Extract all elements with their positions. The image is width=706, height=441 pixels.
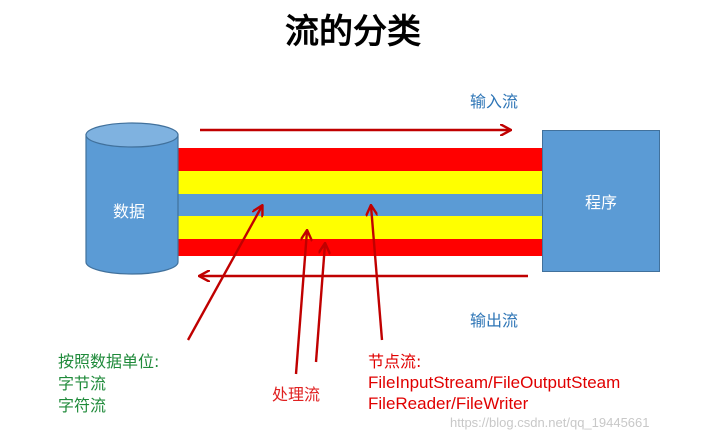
program-box: 程序 [542, 130, 660, 272]
pipe-stripe-yellow-bottom [176, 216, 544, 239]
data-cylinder [85, 122, 179, 275]
char-stream-label: 字符流 [58, 396, 107, 415]
node-stream-class-1: FileInputStream/FileOutputSteam [368, 373, 621, 392]
byte-stream-label: 字节流 [58, 374, 107, 393]
process-pointer-arrow-2 [314, 244, 325, 363]
unit-pointer-arrow [186, 206, 262, 341]
pipe-stripe-red-top [176, 148, 544, 171]
input-stream-label: 输入流 [470, 92, 519, 111]
pipe-stripe-yellow-top [176, 171, 544, 194]
page-title: 流的分类 [285, 12, 421, 52]
by-unit-group: 按照数据单位: 字节流 字符流 [58, 351, 159, 417]
pipe-stripe-red-bottom [176, 239, 544, 256]
node-stream-heading: 节点流: [368, 352, 422, 371]
node-stream-class-2: FileReader/FileWriter [368, 394, 529, 413]
pipe-stripe-blue [176, 194, 544, 216]
process-pointer-arrow-1 [294, 231, 307, 375]
data-label: 数据 [113, 202, 146, 221]
watermark: https://blog.csdn.net/qq_19445661 [450, 415, 650, 430]
output-stream-label: 输出流 [470, 311, 519, 330]
processing-stream-label: 处理流 [272, 385, 321, 404]
node-stream-group: 节点流: FileInputStream/FileOutputSteam Fil… [368, 351, 620, 414]
node-pointer-arrow [371, 206, 384, 341]
program-label: 程序 [584, 193, 617, 212]
by-unit-heading: 按照数据单位: [58, 352, 160, 371]
